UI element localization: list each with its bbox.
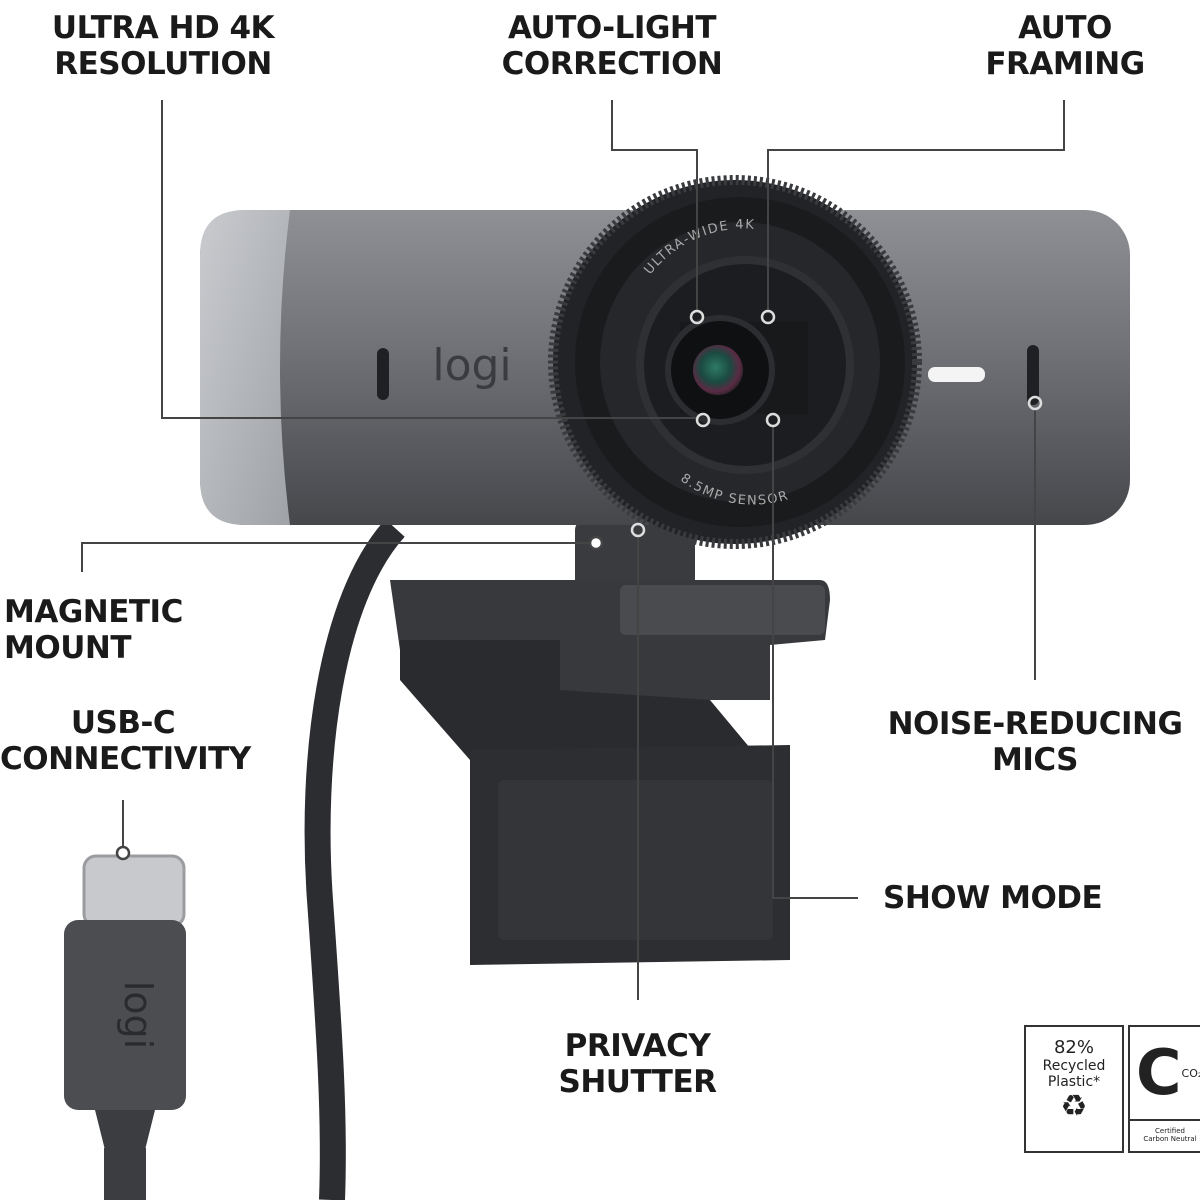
recycled-plastic-badge: 82% Recycled Plastic* ♻ xyxy=(1024,1025,1124,1153)
mount-hinge xyxy=(400,640,760,760)
mic-left xyxy=(377,348,389,400)
logi-logo: logi xyxy=(432,340,511,391)
usb-c-housing xyxy=(64,920,186,1110)
recycle-icon: ♻ xyxy=(1060,1089,1088,1124)
status-led xyxy=(928,367,985,382)
callout-show-mode: SHOW MODE xyxy=(883,880,1103,916)
carbon-c-icon: C xyxy=(1136,1036,1182,1109)
end-cap xyxy=(200,210,290,525)
usb-c-connector xyxy=(82,854,186,928)
callout-lines xyxy=(81,100,1065,1000)
mount-stem xyxy=(575,520,695,590)
carbon-neutral-badge: C CO₂e Certified Carbon Neutral xyxy=(1128,1025,1200,1153)
svg-text:logi: logi xyxy=(116,981,160,1050)
usb-cable xyxy=(304,519,405,1200)
mic-right xyxy=(1027,345,1039,405)
callout-dots xyxy=(630,309,1043,538)
